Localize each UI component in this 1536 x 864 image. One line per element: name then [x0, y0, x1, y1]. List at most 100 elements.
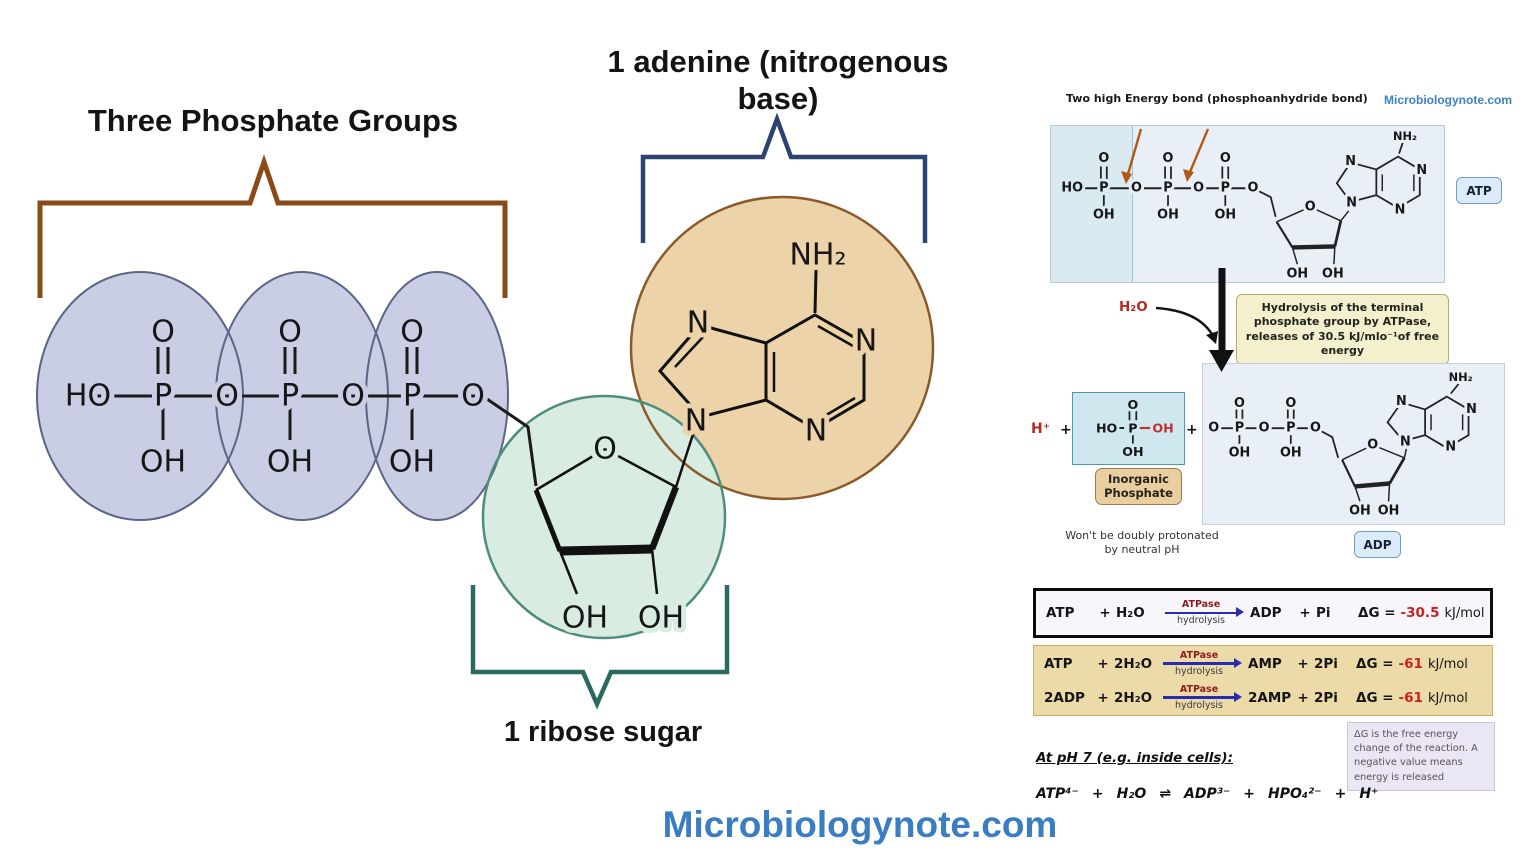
atom-o: O: [593, 432, 617, 467]
eq-reactant2: 2H₂O: [1114, 689, 1153, 706]
atp-hydrolysis-equation-box: ATP + H₂O ATPase hydrolysis ADP + Pi ΔG …: [1033, 588, 1493, 638]
dg-unit: kJ/mol: [1444, 606, 1485, 621]
reaction-arrow-icon: [1163, 690, 1242, 703]
atom-o: O: [278, 315, 302, 350]
atom-p: P: [403, 379, 421, 414]
atom-o: O: [1259, 421, 1270, 436]
atom-p: P: [281, 379, 299, 414]
inorganic-phosphate-box: HO P O OH OH: [1072, 392, 1185, 465]
atp-small-bonds: [1065, 141, 1421, 265]
ph7-heading: At pH 7 (e.g. inside cells):: [1036, 750, 1234, 766]
atp-small-atoms: HO P O P O P O O O O OH OH OH O OH OH NH…: [1058, 126, 1430, 282]
adp-badge: ADP: [1354, 531, 1401, 558]
plus-sign: +: [1186, 422, 1198, 438]
eq-reactant2: H₂O: [1116, 605, 1145, 621]
atom-n: N: [1395, 202, 1406, 217]
atom-p: P: [1221, 181, 1230, 196]
eq-arrow-block: ATPase hydrolysis: [1154, 651, 1244, 676]
site-link-top: Microbiologynote.com: [1384, 93, 1513, 107]
atom-oh: OH: [140, 445, 186, 480]
protonation-note: Won't be doubly protonated by neutral pH: [1058, 529, 1226, 557]
atom-oh: OH: [1349, 504, 1371, 519]
eq-arrow-block: ATPase hydrolysis: [1154, 685, 1244, 710]
ionic-equation: ATP⁴⁻ + H₂O ⇌ ADP³⁻ + HPO₄²⁻ + H⁺: [1036, 786, 1378, 802]
atom-p: P: [1099, 181, 1108, 196]
adenine-atoms: NH₂ N N N N: [680, 233, 882, 454]
ribose-sugar-title: 1 ribose sugar: [503, 716, 703, 748]
eq-plus: +: [1297, 689, 1309, 706]
atom-n: N: [855, 324, 877, 359]
eq-reactant1: ATP: [1044, 655, 1073, 672]
atp-badge: ATP: [1456, 177, 1502, 204]
atp-small-structure: HO P O P O P O O O O OH OH OH O OH OH NH…: [1058, 126, 1430, 282]
eq-enzyme-label: ATPase: [1181, 599, 1221, 611]
atom-o: O: [215, 379, 239, 414]
phosphate-groups-title: Three Phosphate Groups: [87, 103, 459, 138]
adp-small-bonds: [1207, 383, 1470, 502]
pi-bonds: [1094, 409, 1154, 444]
eq-hydrolysis-label: hydrolysis: [1175, 699, 1223, 711]
free-energy-note: ΔG is the free energy change of the reac…: [1347, 722, 1495, 791]
equilibrium-arrow-icon: ⇌: [1159, 786, 1172, 802]
atom-p: P: [154, 379, 172, 414]
eq-enzyme-label: ATPase: [1179, 649, 1219, 661]
atom-oh: OH: [638, 601, 684, 636]
eq-reactant1: ATP: [1046, 605, 1075, 621]
ionic-plus: +: [1243, 786, 1256, 802]
hydrolysis-down-arrow-icon: [1209, 268, 1234, 372]
atom-n: N: [685, 404, 707, 439]
hydrolysis-note-box: Hydrolysis of the terminal phosphate gro…: [1236, 294, 1449, 366]
atom-oh: OH: [1157, 207, 1179, 222]
atom-nh2: NH₂: [1393, 129, 1417, 143]
atom-n: N: [1416, 163, 1427, 178]
adenine-ring: [658, 269, 866, 431]
protonation-note-line2: by neutral pH: [1104, 542, 1180, 556]
adenine-title-line2: base): [737, 81, 819, 117]
atom-oh: OH: [562, 601, 608, 636]
eq-plus: +: [1097, 655, 1109, 672]
atom-o: O: [151, 315, 175, 350]
dg-value: -61: [1398, 689, 1423, 706]
adenine-title-line1: 1 adenine (nitrogenous: [607, 44, 949, 79]
terminal-phosphate-highlight: [1051, 126, 1133, 282]
atom-n: N: [1345, 154, 1356, 169]
atp-structure-box: HO P O P O P O O O O OH OH OH O OH OH NH…: [1050, 125, 1445, 283]
adenine-title: 1 adenine (nitrogenous base): [583, 43, 973, 117]
eq-hydrolysis-label: hydrolysis: [1177, 615, 1225, 627]
atom-oh: OH: [1322, 267, 1344, 282]
eq-free-energy: ΔG = -30.5 kJ/mol: [1358, 605, 1484, 621]
atom-o: O: [1305, 199, 1316, 214]
atom-oh: OH: [389, 445, 435, 480]
atom-oh: OH: [267, 445, 313, 480]
atom-oh: OH: [1378, 504, 1400, 519]
atom-oh: OH: [1287, 267, 1309, 282]
eq-product1: ADP: [1250, 605, 1282, 621]
dg-unit: kJ/mol: [1427, 656, 1468, 672]
amp-hydrolysis-equation-box: ATP + 2H₂O ATPase hydrolysis AMP + 2Pi Δ…: [1033, 645, 1493, 716]
atom-nh2: NH₂: [1449, 370, 1473, 384]
eq-plus: +: [1297, 655, 1309, 672]
atom-o: O: [1163, 151, 1174, 166]
adenine-circle: [631, 197, 933, 499]
ribose-circle: [483, 396, 725, 638]
atom-ho: HO: [1096, 421, 1118, 436]
atom-oh: OH: [1214, 207, 1236, 222]
atom-o: O: [1128, 397, 1139, 412]
atom-o: O: [1193, 181, 1204, 196]
ionic-plus: +: [1334, 786, 1347, 802]
atom-n: N: [1466, 402, 1477, 417]
inorganic-phosphate-badge: Inorganic Phosphate: [1095, 468, 1182, 505]
ribose-ring: [533, 427, 697, 595]
atom-n: N: [1396, 394, 1407, 409]
triphosphate-atoms: HO P O P O P O O O O OH OH OH: [60, 310, 490, 485]
atom-o: O: [1220, 151, 1231, 166]
adp-small-atoms: O P O P O O O OH OH O OH OH NH₂ N N N N: [1205, 367, 1480, 522]
atom-n: N: [687, 306, 709, 341]
atom-oh: OH: [1122, 444, 1143, 459]
dg-label: ΔG =: [1356, 655, 1394, 672]
ionic-term-adp: ADP³⁻: [1184, 786, 1231, 802]
atom-o: O: [1234, 396, 1245, 411]
dg-label: ΔG =: [1358, 605, 1396, 621]
atp-structure-diagram: HO P O P O P O O O O OH OH OH O OH OH NH…: [36, 112, 935, 710]
atom-oh-red: OH: [1152, 421, 1173, 436]
